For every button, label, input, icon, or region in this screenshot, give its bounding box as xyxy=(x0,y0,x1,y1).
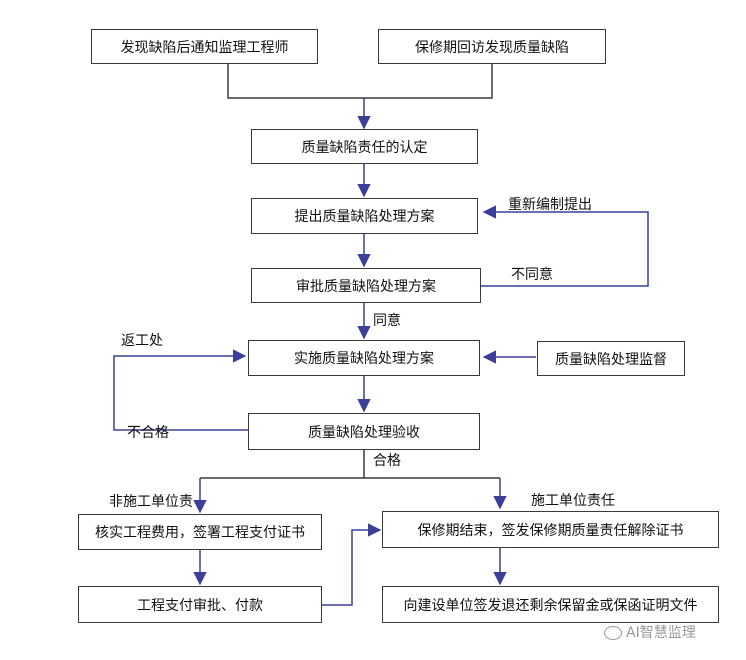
label-rework: 返工处 xyxy=(121,333,163,349)
connector-payment-to-release xyxy=(322,523,382,606)
label-disagree: 不同意 xyxy=(511,267,553,283)
box-implement-plan: 实施质量缺陷处理方案 xyxy=(248,340,480,376)
box-propose-plan-text: 提出质量缺陷处理方案 xyxy=(294,209,435,225)
box-warranty-end-text: 保修期结束，签发保修期质量责任解除证书 xyxy=(417,522,684,539)
label-resubmit: 重新编制提出 xyxy=(508,197,592,213)
box-approve-plan: 审批质量缺陷处理方案 xyxy=(251,268,481,303)
box-refund-retention: 向建设单位签发退还剩余保留金或保函证明文件 xyxy=(382,586,719,623)
connector-rework-loop xyxy=(113,349,248,431)
box-defect-notice-text: 发现缺陷后通知监理工程师 xyxy=(120,39,289,56)
box-payment: 工程支付审批、付款 xyxy=(78,586,322,623)
connector-top-merge xyxy=(227,63,493,99)
label-contractor: 施工单位责任 xyxy=(531,493,615,509)
box-verify-cost-text: 核实工程费用，签署工程支付证书 xyxy=(95,525,305,541)
box-warranty-revisit-text: 保修期回访发现质量缺陷 xyxy=(415,39,569,56)
label-pass: 合格 xyxy=(373,453,401,469)
box-warranty-revisit: 保修期回访发现质量缺陷 xyxy=(378,29,606,64)
box-acceptance-text: 质量缺陷处理验收 xyxy=(308,424,420,441)
box-refund-retention-text: 向建设单位签发退还剩余保留金或保函证明文件 xyxy=(403,597,698,614)
box-supervision-text: 质量缺陷处理监督 xyxy=(555,351,667,368)
box-propose-plan: 提出质量缺陷处理方案 xyxy=(251,198,478,234)
box-implement-plan-text: 实施质量缺陷处理方案 xyxy=(294,351,434,367)
box-responsibility: 质量缺陷责任的认定 xyxy=(251,129,478,164)
label-agree: 同意 xyxy=(373,313,401,329)
label-fail: 不合格 xyxy=(127,425,169,441)
watermark: AI智慧监理 xyxy=(604,622,696,642)
label-non-contractor: 非施工单位责 xyxy=(109,494,193,510)
box-warranty-end: 保修期结束，签发保修期质量责任解除证书 xyxy=(382,511,719,548)
watermark-text: AI智慧监理 xyxy=(626,625,696,641)
wechat-icon xyxy=(604,626,622,640)
box-payment-text: 工程支付审批、付款 xyxy=(137,597,263,614)
box-verify-cost: 核实工程费用，签署工程支付证书 xyxy=(78,514,322,550)
box-responsibility-text: 质量缺陷责任的认定 xyxy=(301,139,428,156)
box-approve-plan-text: 审批质量缺陷处理方案 xyxy=(296,278,436,295)
box-supervision: 质量缺陷处理监督 xyxy=(537,341,685,376)
box-defect-notice: 发现缺陷后通知监理工程师 xyxy=(91,29,318,64)
connector-disagree-loop xyxy=(481,205,649,287)
box-acceptance: 质量缺陷处理验收 xyxy=(248,413,480,450)
